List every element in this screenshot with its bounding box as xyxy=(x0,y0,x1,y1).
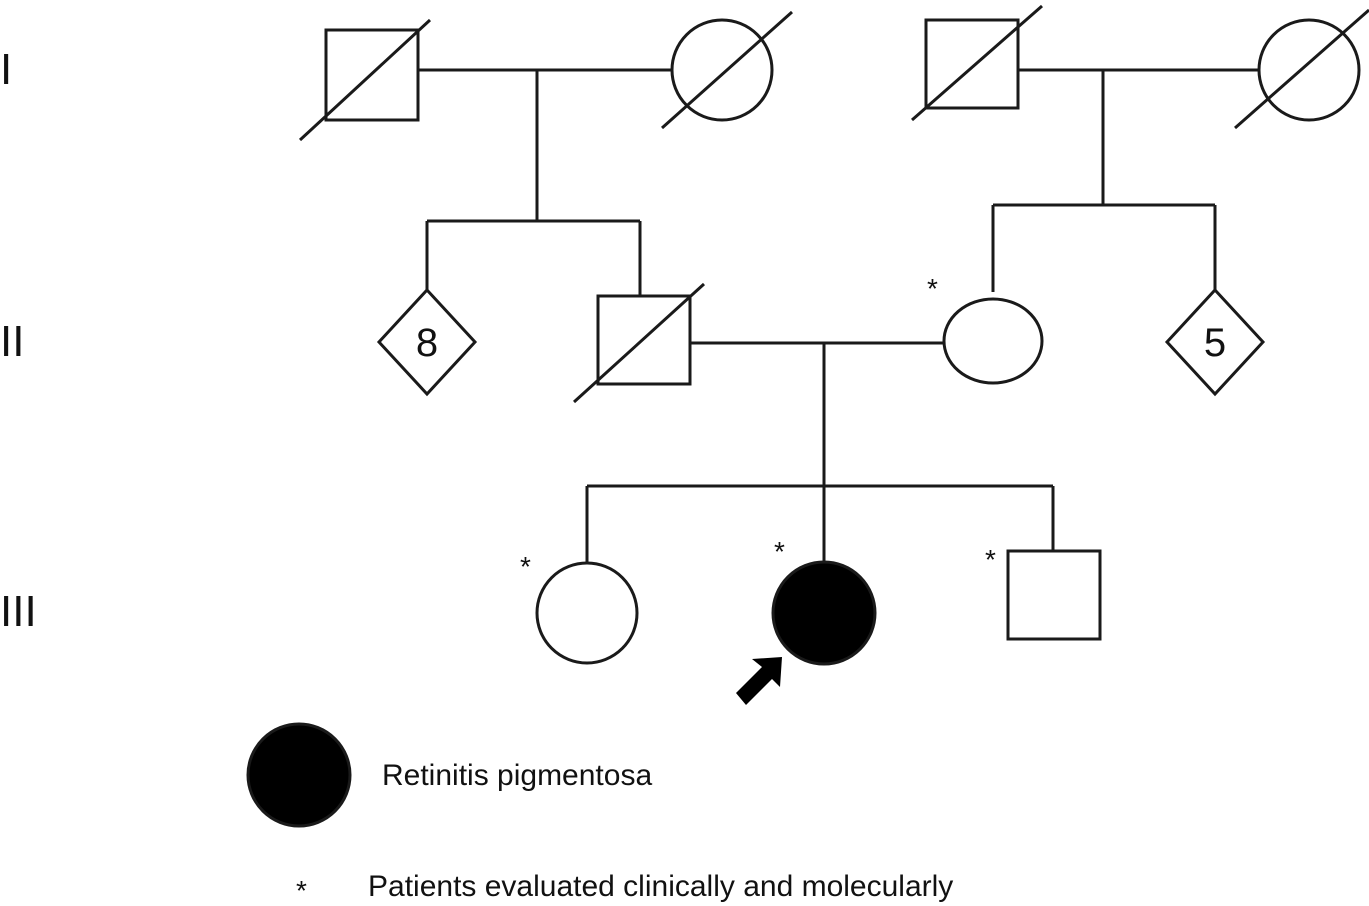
sister xyxy=(535,561,639,665)
maternal-siblings-group: 5 xyxy=(1164,287,1266,397)
brother-evaluated-mark: * xyxy=(985,544,996,575)
legend-affected-symbol xyxy=(246,722,352,828)
paternal-siblings-count: 8 xyxy=(416,321,438,365)
proband-evaluated-mark: * xyxy=(774,536,785,567)
generation-label-i: I xyxy=(0,45,12,94)
brother xyxy=(1006,549,1102,641)
father xyxy=(572,282,706,404)
generation-label-iii: III xyxy=(0,587,37,636)
legend-affected-label: Retinitis pigmentosa xyxy=(382,759,652,792)
paternal-grandfather xyxy=(298,18,432,142)
maternal-grandfather xyxy=(911,4,1043,122)
paternal-siblings-group: 8 xyxy=(376,287,478,397)
maternal-siblings-count: 5 xyxy=(1204,321,1226,365)
sister-evaluated-mark: * xyxy=(520,551,531,582)
legend-evaluated-label: Patients evaluated clinically and molecu… xyxy=(368,870,953,903)
proband-affected-female xyxy=(771,560,877,666)
generation-label-ii: II xyxy=(0,317,24,366)
paternal-grandmother xyxy=(661,10,793,130)
legend: Retinitis pigmentosa * Patients evaluate… xyxy=(246,722,953,906)
mother-evaluated-mark: * xyxy=(927,273,938,304)
mother xyxy=(942,297,1044,385)
legend-evaluated-mark: * xyxy=(296,875,307,906)
proband-arrow-icon xyxy=(736,657,782,705)
